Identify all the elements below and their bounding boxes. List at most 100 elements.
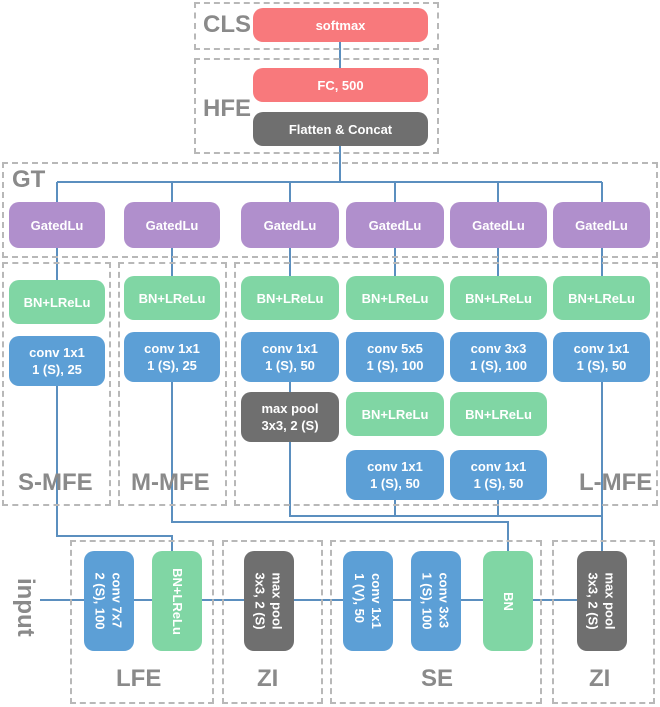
conv-line-2: 1 (S), 50	[473, 476, 524, 491]
gatedlu-text: GatedLu	[263, 217, 317, 233]
hfe-label: HFE	[203, 95, 251, 122]
gatedlu-block-3: GatedLu	[241, 202, 339, 248]
conv-line-2: 1 (S), 50	[576, 358, 627, 373]
zi-label-1: ZI	[257, 665, 279, 692]
m-mfe-label: M-MFE	[131, 469, 210, 496]
flatten-concat-text: Flatten & Concat	[288, 121, 393, 137]
gatedlu-text: GatedLu	[472, 217, 525, 233]
link-col2-se	[171, 380, 509, 553]
softmax-block: softmax	[253, 8, 428, 42]
lfe-bn-lrelu-block: BN+LReLu	[152, 551, 202, 651]
link-col3-zi	[289, 380, 603, 553]
gatedlu-text: GatedLu	[368, 217, 422, 233]
conv-line-2: 1 (S), 100	[469, 358, 528, 373]
bn-lrelu-text: BN+LReLu	[23, 294, 91, 310]
conv-line-1: conv 1x1	[369, 573, 384, 629]
conv-block-col5a: conv 3x3 1 (S), 100	[450, 332, 547, 382]
bn-lrelu-block-1: BN+LReLu	[9, 280, 105, 324]
conv-line-1: conv 1x1	[262, 341, 318, 356]
gatedlu-block-6: GatedLu	[553, 202, 650, 248]
pool-line-2: 3x3, 2 (S)	[253, 572, 268, 630]
bn-lrelu-text: BN+LReLu	[568, 290, 635, 306]
bn-lrelu-block-6: BN+LReLu	[553, 276, 650, 320]
se-bn-block: BN	[483, 551, 533, 651]
conv-line-2: 1 (S), 50	[370, 476, 420, 491]
lfe-group	[70, 540, 214, 704]
conv-line-1: conv 3x3	[437, 572, 452, 629]
pool-line-2: 3x3, 2 (S)	[586, 572, 601, 630]
gatedlu-text: GatedLu	[30, 217, 84, 233]
conv-block-col4b: conv 1x1 1 (S), 50	[346, 450, 444, 500]
hfe-group	[194, 58, 439, 154]
conv-block-col1: conv 1x1 1 (S), 25	[9, 336, 105, 386]
bn-lrelu-text: BN+LReLu	[256, 290, 324, 306]
lfe-label: LFE	[116, 665, 162, 692]
s-mfe-label: S-MFE	[18, 469, 93, 496]
se-group	[330, 540, 542, 704]
cls-label: CLS	[203, 11, 251, 38]
bn-lrelu-block-col5b: BN+LReLu	[450, 392, 547, 436]
bn-lrelu-text: BN+LReLu	[138, 290, 206, 306]
bn-lrelu-text: BN+LReLu	[361, 290, 429, 306]
zi-group-1	[222, 540, 323, 704]
bn-lrelu-text: BN+LReLu	[169, 567, 185, 635]
gatedlu-block-5: GatedLu	[450, 202, 547, 248]
gt-label: GT	[12, 166, 46, 193]
conv-line-2: 1 (S), 25	[32, 362, 82, 377]
zi-group-2	[552, 540, 655, 704]
conv-line-1: conv 1x1	[29, 345, 85, 360]
gatedlu-block-1: GatedLu	[9, 202, 105, 248]
conv-line-2: 1 (S), 25	[147, 358, 197, 373]
se-label: SE	[421, 665, 454, 692]
conv-line-2: 1 (S), 50	[265, 358, 315, 373]
pool-line-1: max pool	[261, 401, 319, 416]
conv-block-col3: conv 1x1 1 (S), 50	[241, 332, 339, 382]
bn-lrelu-block-3: BN+LReLu	[241, 276, 339, 320]
gatedlu-block-2: GatedLu	[124, 202, 220, 248]
conv-block-col6: conv 1x1 1 (S), 50	[553, 332, 650, 382]
conv-line-1: conv 1x1	[470, 459, 527, 474]
maxpool-block-col3: max pool 3x3, 2 (S)	[241, 392, 339, 442]
link-col1-lfe	[56, 384, 173, 553]
conv-line-1: conv 5x5	[367, 341, 423, 356]
conv-line-2: 1 (S), 100	[420, 572, 435, 630]
bn-lrelu-block-4: BN+LReLu	[346, 276, 444, 320]
fc-block: FC, 500	[253, 68, 428, 102]
bn-lrelu-block-2: BN+LReLu	[124, 276, 220, 320]
bn-lrelu-block-5: BN+LReLu	[450, 276, 547, 320]
conv-line-2: 1 (V), 50	[352, 573, 367, 624]
conv-line-1: conv 1x1	[367, 459, 423, 474]
pool-line-1: max pool	[270, 572, 285, 630]
s-mfe-group	[2, 262, 111, 506]
bn-text: BN	[500, 591, 516, 611]
conv-line-1: conv 3x3	[470, 341, 527, 356]
conv-line-1: conv 7x7	[110, 572, 125, 629]
bn-lrelu-text: BN+LReLu	[465, 290, 532, 306]
flatten-concat-block: Flatten & Concat	[253, 112, 428, 146]
zi-label-2: ZI	[589, 665, 611, 692]
conv-line-2: 2 (S), 100	[93, 572, 108, 630]
pool-line-1: max pool	[603, 572, 618, 630]
softmax-text: softmax	[315, 17, 366, 33]
input-label: input	[12, 578, 39, 637]
conv-line-1: conv 1x1	[573, 341, 630, 356]
l-mfe-group	[234, 262, 658, 506]
conv-block-col4a: conv 5x5 1 (S), 100	[346, 332, 444, 382]
m-mfe-group	[118, 262, 227, 506]
conv-line-2: 1 (S), 100	[366, 358, 424, 373]
gatedlu-text: GatedLu	[145, 217, 199, 233]
gatedlu-block-4: GatedLu	[346, 202, 444, 248]
conv-block-col5b: conv 1x1 1 (S), 50	[450, 450, 547, 500]
gatedlu-text: GatedLu	[575, 217, 628, 233]
pool-line-2: 3x3, 2 (S)	[261, 418, 319, 433]
bn-lrelu-text: BN+LReLu	[465, 406, 532, 422]
bn-lrelu-block-col4b: BN+LReLu	[346, 392, 444, 436]
fc-text: FC, 500	[317, 77, 364, 93]
